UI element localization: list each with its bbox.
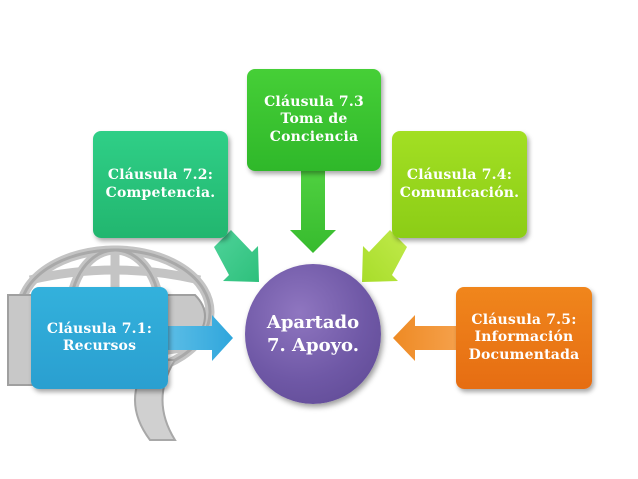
node-clausula-7-4: Cláusula 7.4: Comunicación. <box>392 131 527 238</box>
node-clausula-7-3: Cláusula 7.3 Toma de Conciencia <box>247 69 381 171</box>
node-label: Cláusula 7.1: Recursos <box>46 320 153 355</box>
node-clausula-7-5: Cláusula 7.5: Información Documentada <box>456 287 592 389</box>
center-label: Apartado 7. Apoyo. <box>266 311 360 356</box>
node-label: Cláusula 7.5: Información Documentada <box>468 311 580 363</box>
node-clausula-7-2: Cláusula 7.2: Competencia. <box>93 131 228 238</box>
arrow-from-7-4 <box>362 230 407 282</box>
arrow-from-7-5 <box>393 315 456 361</box>
node-label: Cláusula 7.4: Comunicación. <box>399 167 520 201</box>
node-label: Cláusula 7.3 Toma de Conciencia <box>264 93 364 145</box>
node-clausula-7-1: Cláusula 7.1: Recursos <box>31 287 168 389</box>
arrow-from-7-2 <box>214 230 259 282</box>
arrow-from-7-3 <box>290 171 336 253</box>
arrow-from-7-1 <box>168 315 233 361</box>
center-node-apartado-7: Apartado 7. Apoyo. <box>245 264 381 404</box>
node-label: Cláusula 7.2: Competencia. <box>105 167 216 201</box>
